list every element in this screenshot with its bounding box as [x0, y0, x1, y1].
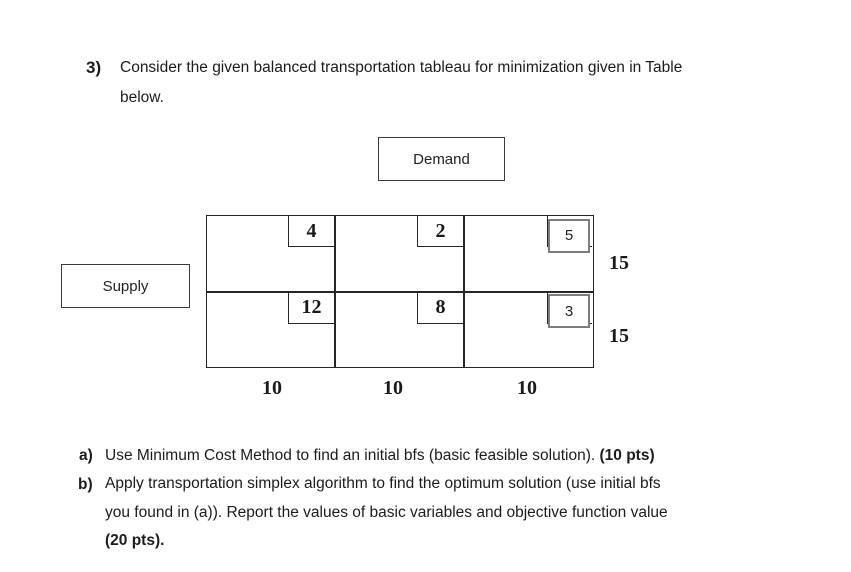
question-a-marker: a) — [79, 447, 93, 464]
demand-value-col1: 10 — [262, 377, 282, 399]
supply-value-row1: 15 — [609, 252, 629, 274]
question-a-text: Use Minimum Cost Method to find an initi… — [105, 446, 815, 466]
question-b-text: Apply transportation simplex algorithm t… — [105, 470, 815, 556]
demand-value-col3: 10 — [517, 377, 537, 399]
cost-box-row2-col2: 8 — [417, 292, 463, 324]
demand-value-col2: 10 — [383, 377, 403, 399]
demand-label: Demand — [413, 150, 470, 168]
question-b-line-1: Apply transportation simplex algorithm t… — [105, 475, 661, 492]
supply-label: Supply — [102, 277, 149, 295]
cost-box-row2-col3: 3 — [548, 294, 590, 328]
title-line-1: Consider the given balanced transportati… — [120, 59, 683, 76]
title-line-2: below. — [120, 89, 164, 106]
cost-box-row1-col1: 4 — [288, 216, 334, 247]
question-b-line-2: you found in (a)). Report the values of … — [105, 503, 668, 521]
question-a-points: (10 pts) — [599, 447, 655, 464]
question-b-marker: b) — [78, 476, 93, 493]
question-title: Consider the given balanced transportati… — [120, 53, 820, 113]
cost-value-row1-col2: 2 — [435, 219, 446, 242]
row-divider — [207, 291, 593, 293]
cost-value-row2-col1: 12 — [301, 296, 322, 319]
cost-value-row1-col3: 5 — [564, 227, 574, 244]
question-number: 3) — [86, 58, 102, 77]
question-b-points: (20 pts). — [105, 532, 165, 550]
cost-box-row1-col3: 5 — [548, 218, 590, 253]
transportation-tableau: 4 2 12 8 5 3 — [206, 215, 594, 368]
question-a-body: Use Minimum Cost Method to find an initi… — [105, 447, 600, 464]
cost-value-row2-col3: 3 — [564, 302, 574, 320]
cost-value-row1-col1: 4 — [306, 219, 317, 242]
cost-box-row2-col1: 12 — [288, 292, 334, 324]
supply-value-row2: 15 — [609, 325, 629, 347]
demand-label-box: Demand — [378, 137, 505, 181]
cost-value-row2-col2: 8 — [435, 296, 446, 319]
supply-label-box: Supply — [61, 264, 190, 308]
cost-box-row1-col2: 2 — [417, 216, 463, 247]
